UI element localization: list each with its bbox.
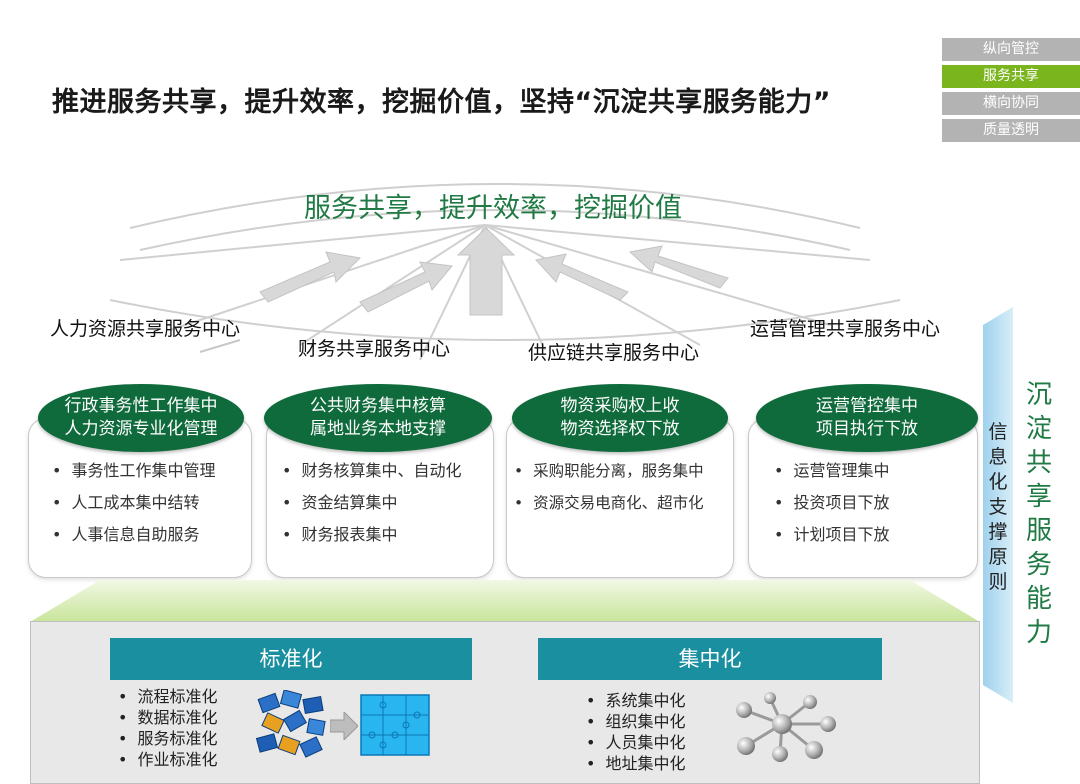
- hr-oval-line1: 行政事务性工作集中: [64, 396, 218, 416]
- list-item: 流程标准化: [118, 686, 217, 707]
- operations-oval-line2: 项目执行下放: [816, 419, 918, 439]
- finance-oval-line1: 公共财务集中核算: [310, 396, 446, 416]
- list-item: 财务核算集中、自动化: [282, 455, 461, 487]
- nav-menu: 纵向管控 服务共享 横向协同 质量透明: [942, 38, 1080, 146]
- list-item: 地址集中化: [586, 753, 685, 774]
- scattered-puzzle-icon: [256, 690, 326, 758]
- list-item: 作业标准化: [118, 749, 217, 770]
- list-item: 计划项目下放: [774, 519, 889, 551]
- finance-center-label: 财务共享服务中心: [298, 338, 451, 360]
- list-item: 人员集中化: [586, 732, 685, 753]
- supply-chain-oval: 物资采购权上收 物资选择权下放: [512, 384, 728, 452]
- list-item: 数据标准化: [118, 707, 217, 728]
- operations-oval-line1: 运营管控集中: [816, 396, 918, 416]
- finance-bullets: 财务核算集中、自动化 资金结算集中 财务报表集中: [282, 455, 461, 551]
- standardization-header: 标准化: [110, 638, 472, 680]
- nav-item-service-sharing[interactable]: 服务共享: [942, 65, 1080, 88]
- list-item: 投资项目下放: [774, 487, 889, 519]
- operations-bullets: 运营管理集中 投资项目下放 计划项目下放: [774, 455, 889, 551]
- centralization-list: 系统集中化 组织集中化 人员集中化 地址集中化: [586, 690, 685, 774]
- supply-chain-center-label: 供应链共享服务中心: [528, 342, 700, 364]
- page-title: 推进服务共享，提升效率，挖掘价值，坚持“沉淀共享服务能力”: [52, 87, 831, 118]
- supply-chain-oval-line1: 物资采购权上收: [560, 396, 680, 416]
- list-item: 人工成本集中结转: [52, 487, 215, 519]
- shared-capability-label: 沉淀共享服务能力: [1025, 380, 1052, 648]
- info-support-principle: 信息化支撑原则: [988, 421, 1008, 593]
- hr-center-label: 人力资源共享服务中心: [50, 318, 241, 340]
- finance-oval: 公共财务集中核算 属地业务本地支撑: [264, 384, 492, 452]
- list-item: 采购职能分离，服务集中: [514, 455, 704, 487]
- fan-arc-graphic: [109, 183, 901, 361]
- platform-top-surface: [30, 580, 980, 622]
- list-item: 运营管理集中: [774, 455, 889, 487]
- finance-oval-line2: 属地业务本地支撑: [310, 419, 446, 439]
- supply-chain-bullets: 采购职能分离，服务集中 资源交易电商化、超市化: [514, 455, 704, 519]
- list-item: 系统集中化: [586, 690, 685, 711]
- assembled-puzzle-icon: [360, 694, 430, 756]
- list-item: 组织集中化: [586, 711, 685, 732]
- network-hub-icon: [736, 692, 836, 762]
- list-item: 事务性工作集中管理: [52, 455, 215, 487]
- hr-bullets: 事务性工作集中管理 人工成本集中结转 人事信息自助服务: [52, 455, 215, 551]
- arrow-right-icon: [330, 712, 358, 740]
- hr-oval-line2: 人力资源专业化管理: [64, 419, 218, 439]
- standardization-list: 流程标准化 数据标准化 服务标准化 作业标准化: [118, 686, 217, 770]
- nav-item-quality-transparency[interactable]: 质量透明: [942, 119, 1080, 142]
- list-item: 人事信息自助服务: [52, 519, 215, 551]
- list-item: 资源交易电商化、超市化: [514, 487, 704, 519]
- operations-oval: 运营管控集中 项目执行下放: [756, 384, 978, 452]
- supply-chain-oval-line2: 物资选择权下放: [560, 419, 680, 439]
- hr-oval: 行政事务性工作集中 人力资源专业化管理: [38, 384, 244, 452]
- list-item: 资金结算集中: [282, 487, 461, 519]
- nav-item-vertical-control[interactable]: 纵向管控: [942, 38, 1080, 61]
- nav-item-horizontal-collab[interactable]: 横向协同: [942, 92, 1080, 115]
- list-item: 财务报表集中: [282, 519, 461, 551]
- side-arrow-bar: [983, 307, 1013, 703]
- operations-center-label: 运营管理共享服务中心: [750, 318, 941, 340]
- subtitle: 服务共享，提升效率，挖掘价值: [304, 193, 682, 224]
- centralization-header: 集中化: [538, 638, 882, 680]
- list-item: 服务标准化: [118, 728, 217, 749]
